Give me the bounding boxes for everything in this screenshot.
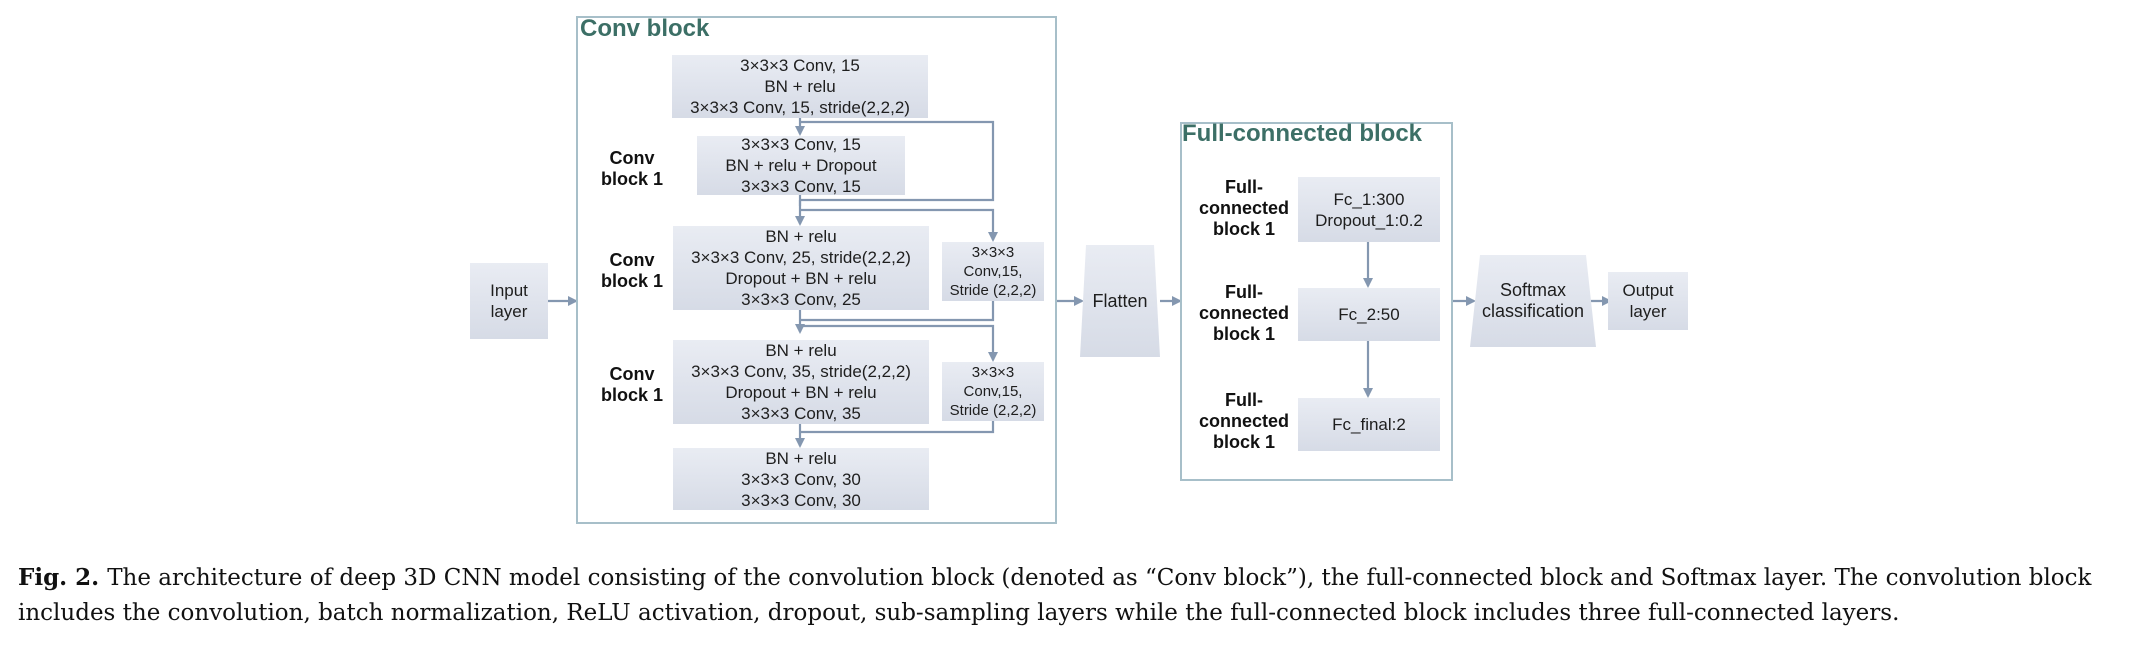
shortcut-2-line: 3×3×3 — [971, 364, 1015, 381]
conv-stage-2-line: 3×3×3 Conv, 25 — [741, 290, 861, 309]
conv-side-label-2: Conv block 1 — [592, 250, 672, 292]
conv-bottom-line: 3×3×3 Conv, 30 — [741, 469, 861, 489]
fc-side-label-line: block 1 — [1212, 219, 1276, 239]
flatten-layer: Flatten — [1080, 245, 1160, 357]
fc-side-label-line: Full- — [1225, 390, 1263, 410]
conv-stage-2-line: BN + relu — [765, 227, 837, 246]
conv-residual-line: 3×3×3 Conv, 15 — [741, 177, 861, 196]
fc-side-label-line: connected — [1198, 411, 1290, 431]
softmax-label-line: Softmax — [1499, 280, 1566, 300]
conv-stage-3-line: BN + relu — [765, 341, 837, 360]
softmax-label: Softmax classification — [1482, 280, 1584, 322]
conv-stage-2-line: Dropout + BN + relu — [725, 269, 877, 288]
shortcut-2-line: Conv,15, — [963, 383, 1023, 400]
conv-side-label-line: block 1 — [600, 169, 664, 189]
fc-final-line: Fc_final:2 — [1332, 415, 1406, 434]
conv-stage-2-box: BN + relu 3×3×3 Conv, 25, stride(2,2,2) … — [673, 226, 929, 310]
softmax-shape — [1470, 255, 1596, 347]
figure-caption: Fig. 2.The architecture of deep 3D CNN m… — [18, 560, 2138, 631]
conv-bottom-box: BN + relu 3×3×3 Conv, 30 3×3×3 Conv, 30 — [673, 448, 929, 510]
conv-residual-box-1: 3×3×3 Conv, 15 BN + relu + Dropout 3×3×3… — [697, 135, 905, 196]
input-layer-label-line: Input — [490, 281, 528, 300]
shortcut-conv-box-2: 3×3×3 Conv,15, Stride (2,2,2) — [942, 362, 1044, 421]
conv-residual-line: 3×3×3 Conv, 15 — [741, 135, 861, 154]
conv-stage-2-line: 3×3×3 Conv, 25, stride(2,2,2) — [691, 248, 911, 267]
conv-side-label-line: block 1 — [600, 385, 664, 405]
fc-box-1: Fc_1:300 Dropout_1:0.2 — [1298, 177, 1440, 242]
input-layer-box: Input layer — [470, 263, 548, 339]
output-layer-label-line: layer — [1629, 302, 1667, 321]
conv-top-line: 3×3×3 Conv, 15, stride(2,2,2) — [690, 98, 910, 117]
input-layer-label-line: layer — [490, 302, 528, 321]
fc-1-line: Dropout_1:0.2 — [1315, 210, 1423, 230]
conv-side-label-line: block 1 — [600, 271, 664, 291]
conv-bottom-line: BN + relu — [765, 448, 837, 468]
conv-side-label-line: Conv — [609, 148, 655, 168]
shortcut-1-line: 3×3×3 — [971, 244, 1015, 261]
fc-side-label-line: block 1 — [1212, 432, 1276, 452]
output-layer-box: Output layer — [1608, 272, 1688, 330]
conv-top-box: 3×3×3 Conv, 15 BN + relu 3×3×3 Conv, 15,… — [672, 55, 928, 118]
conv-block-title: Conv block — [580, 15, 710, 42]
fc-side-label-line: Full- — [1225, 282, 1263, 302]
shortcut-conv-box-1: 3×3×3 Conv,15, Stride (2,2,2) — [942, 242, 1044, 301]
fc-side-label-line: block 1 — [1212, 324, 1276, 344]
shortcut-1-line: Conv,15, — [963, 263, 1023, 280]
conv-top-line: 3×3×3 Conv, 15 — [740, 56, 860, 75]
conv-stage-3-line: Dropout + BN + relu — [725, 383, 877, 402]
fc-side-label-1: Full- connected block 1 — [1190, 177, 1298, 240]
fc-side-label-line: connected — [1198, 303, 1290, 323]
fc-side-label-2: Full- connected block 1 — [1190, 282, 1298, 345]
conv-side-label-line: Conv — [609, 250, 655, 270]
fc-block-title: Full-connected block — [1182, 120, 1423, 147]
softmax-label-line: classification — [1481, 301, 1585, 321]
conv-side-label-line: Conv — [609, 364, 655, 384]
fc-block-group — [1180, 122, 1453, 481]
conv-stage-3-box: BN + relu 3×3×3 Conv, 35, stride(2,2,2) … — [673, 340, 929, 424]
fc-2-line: Fc_2:50 — [1338, 305, 1400, 324]
conv-residual-line: BN + relu + Dropout — [725, 156, 877, 175]
shortcut-1-line: Stride (2,2,2) — [949, 282, 1037, 299]
figure-label: Fig. 2. — [18, 564, 100, 591]
flatten-label: Flatten — [1092, 290, 1148, 311]
flatten-shape — [1080, 245, 1160, 357]
fc-box-2: Fc_2:50 — [1298, 288, 1440, 341]
conv-stage-3-line: 3×3×3 Conv, 35 — [741, 404, 861, 423]
softmax-layer: Softmax classification — [1470, 255, 1596, 347]
conv-side-label-3: Conv block 1 — [592, 364, 672, 406]
conv-side-label-1: Conv block 1 — [592, 148, 672, 190]
fc-1-line: Fc_1:300 — [1333, 189, 1405, 209]
connector-arrows — [548, 118, 1612, 448]
figure-caption-text: The architecture of deep 3D CNN model co… — [18, 565, 2092, 626]
fc-side-label-line: connected — [1198, 198, 1290, 218]
conv-stage-3-line: 3×3×3 Conv, 35, stride(2,2,2) — [691, 362, 911, 381]
fc-side-label-line: Full- — [1225, 177, 1263, 197]
conv-top-line: BN + relu — [764, 77, 836, 96]
fc-side-label-3: Full- connected block 1 — [1190, 390, 1298, 453]
shortcut-2-line: Stride (2,2,2) — [949, 402, 1037, 419]
output-layer-label-line: Output — [1622, 281, 1674, 300]
conv-block-group — [576, 16, 1057, 524]
fc-box-final: Fc_final:2 — [1298, 398, 1440, 451]
conv-bottom-line: 3×3×3 Conv, 30 — [741, 490, 861, 510]
